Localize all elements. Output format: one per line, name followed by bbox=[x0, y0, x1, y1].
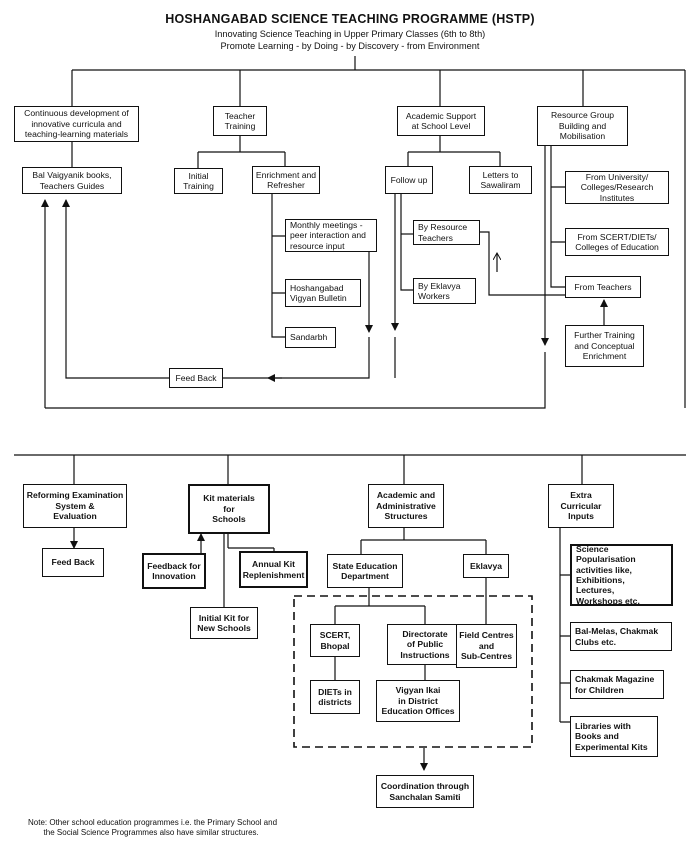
box-academic-administrative: Academic and Administrative Structures bbox=[368, 484, 444, 528]
box-eklavya: Eklavya bbox=[463, 554, 509, 578]
box-chakmak-magazine: Chakmak Magazine for Children bbox=[570, 670, 664, 699]
footnote: Note: Other school education programmes … bbox=[28, 818, 278, 838]
box-kit-materials: Kit materials for Schools bbox=[188, 484, 270, 534]
box-bal-melas: Bal-Melas, Chakmak Clubs etc. bbox=[570, 622, 672, 651]
box-resource-group: Resource Group Building and Mobilisation bbox=[537, 106, 628, 146]
box-teacher-training: Teacher Training bbox=[213, 106, 267, 136]
box-by-resource-teachers: By Resource Teachers bbox=[413, 220, 480, 245]
box-feed-back-bottom: Feed Back bbox=[42, 548, 104, 577]
box-reforming-examination: Reforming Examination System & Evaluatio… bbox=[23, 484, 127, 528]
dashed-group-frame bbox=[293, 595, 533, 748]
subtitle-line-2: Promote Learning - by Doing - by Discove… bbox=[220, 41, 480, 51]
box-libraries: Libraries with Books and Experimental Ki… bbox=[570, 716, 658, 757]
box-field-centres: Field Centres and Sub-Centres bbox=[456, 624, 517, 668]
box-state-education-department: State Education Department bbox=[327, 554, 403, 588]
box-scert-bhopal: SCERT, Bhopal bbox=[310, 624, 360, 657]
box-sandarbh: Sandarbh bbox=[285, 327, 336, 348]
box-vigyan-ikai: Vigyan Ikai in District Education Office… bbox=[376, 680, 460, 722]
box-bal-vaigyanik-books: Bal Vaigyanik books, Teachers Guides bbox=[22, 167, 122, 194]
box-feed-back-top: Feed Back bbox=[169, 368, 223, 388]
box-monthly-meetings: Monthly meetings - peer interaction and … bbox=[285, 219, 377, 252]
box-academic-support: Academic Support at School Level bbox=[397, 106, 485, 136]
box-initial-training: Initial Training bbox=[174, 168, 223, 194]
box-coordination: Coordination through Sanchalan Samiti bbox=[376, 775, 474, 808]
box-directorate-public-instructions: Directorate of Public Instructions bbox=[387, 624, 463, 665]
box-vigyan-bulletin: Hoshangabad Vigyan Bulletin bbox=[285, 279, 361, 307]
box-further-training: Further Training and Conceptual Enrichme… bbox=[565, 325, 644, 367]
box-annual-kit-replenishment: Annual Kit Replenishment bbox=[239, 551, 308, 588]
box-extra-curricular: Extra Curricular Inputs bbox=[548, 484, 614, 528]
box-diets: DIETs in districts bbox=[310, 680, 360, 714]
page-title: HOSHANGABAD SCIENCE TEACHING PROGRAMME (… bbox=[165, 12, 535, 26]
box-from-scert: From SCERT/DIETs/ Colleges of Education bbox=[565, 228, 669, 256]
subtitle-line-1: Innovating Science Teaching in Upper Pri… bbox=[214, 29, 486, 39]
box-from-teachers: From Teachers bbox=[565, 276, 641, 298]
box-by-eklavya-workers: By Eklavya Workers bbox=[413, 278, 476, 304]
box-science-popularisation: Science Popularisation activities like, … bbox=[570, 544, 673, 606]
box-initial-kit: Initial Kit for New Schools bbox=[190, 607, 258, 639]
box-follow-up: Follow up bbox=[385, 166, 433, 194]
box-enrichment-refresher: Enrichment and Refresher bbox=[252, 166, 320, 194]
box-letters-to-sawaliram: Letters to Sawaliram bbox=[469, 166, 532, 194]
box-feedback-for-innovation: Feedback for Innovation bbox=[142, 553, 206, 589]
box-curricula-development: Continuous development of innovative cur… bbox=[14, 106, 139, 142]
box-from-university: From University/ Colleges/Research Insti… bbox=[565, 171, 669, 204]
